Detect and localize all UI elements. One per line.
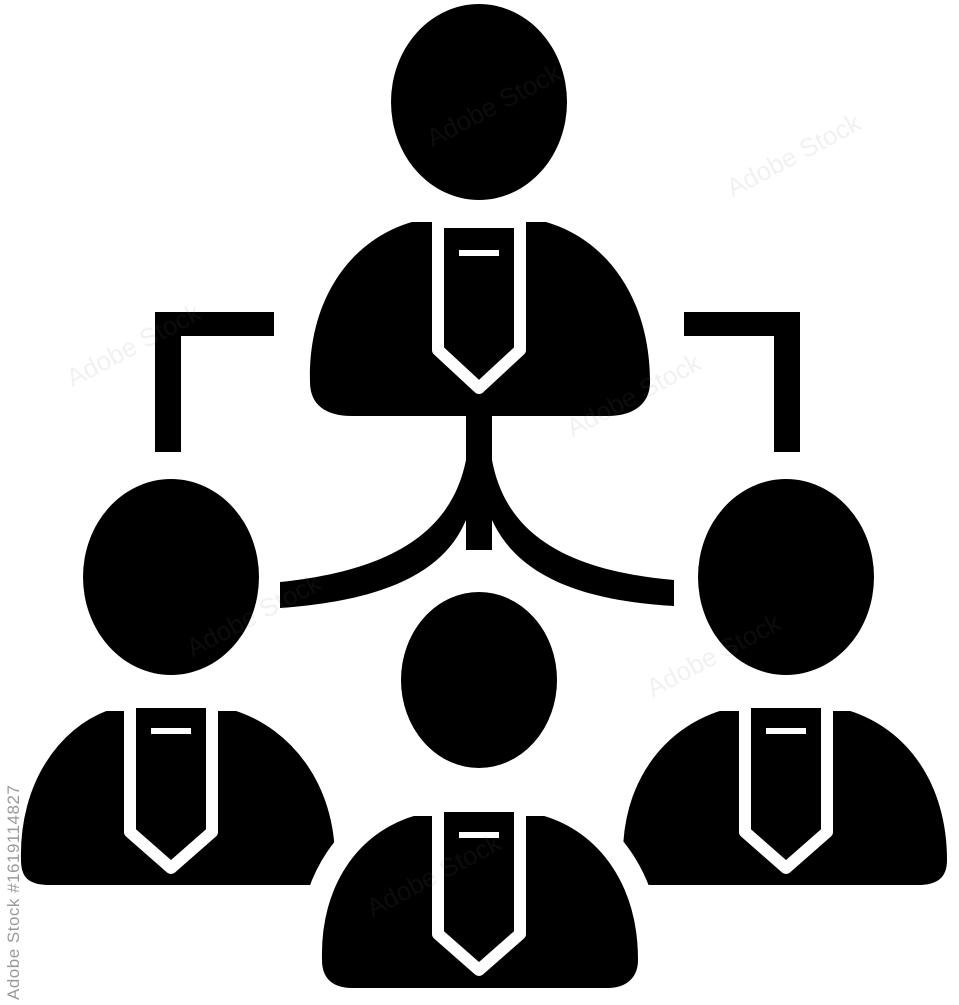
head [381,572,577,788]
tree-branch-connector [280,410,674,608]
head [391,4,567,200]
tie-knot [459,232,499,248]
tie-blade [769,740,803,842]
watermark-brand: Adobe Stock [4,892,23,1000]
left-bracket-connector [155,312,274,452]
person-bottom [297,572,663,1005]
head [698,479,874,675]
tie-blade [154,740,188,842]
person-left [0,479,358,907]
tie-blade [462,844,496,944]
watermark-stock-id: #1619114827 [4,784,23,893]
head [83,479,259,675]
stock-id-watermark: Adobe Stock #1619114827 [4,760,28,1000]
person-right [600,479,959,907]
person-top [309,4,650,416]
right-bracket-connector [684,312,800,452]
connector-lines [155,312,800,608]
tie-blade [462,262,496,364]
